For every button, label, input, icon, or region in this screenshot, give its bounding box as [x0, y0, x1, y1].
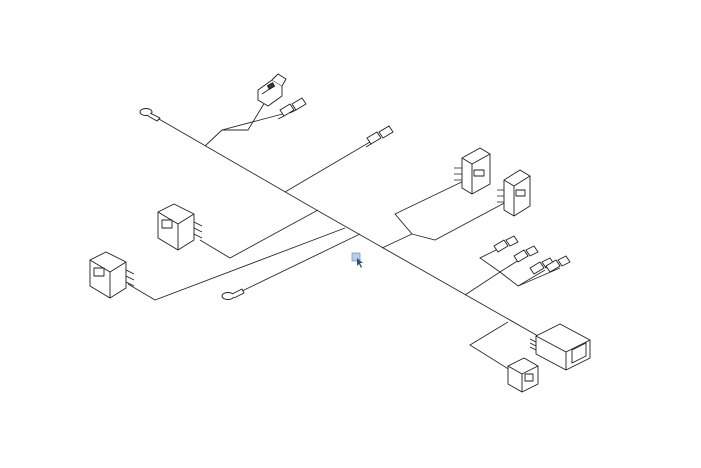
- housing-left-lower[interactable]: [89, 251, 135, 299]
- branch-left-housing-lower: [127, 227, 346, 301]
- branch-lower-ring: [239, 233, 361, 293]
- terminal-pair-top[interactable]: [277, 97, 307, 120]
- branch-bottom-connectors: [469, 321, 511, 371]
- terminal-pair-mid[interactable]: [365, 125, 394, 148]
- main-trunk-wire: [151, 114, 546, 341]
- branch-top-plug: [204, 101, 266, 147]
- branch-left-housing-upper: [199, 209, 319, 259]
- ring-terminal-top-left[interactable]: [139, 108, 161, 122]
- branch-upper-terminal: [284, 141, 371, 193]
- large-housing-bottom-right[interactable]: [529, 323, 591, 371]
- branch-top-terminals: [221, 111, 291, 131]
- plug-block-bottom[interactable]: [507, 357, 539, 393]
- branch-right-blocks: [381, 177, 471, 249]
- branch-terminal-group: [464, 247, 501, 296]
- selection-cursor-icon[interactable]: [351, 252, 363, 268]
- multi-pin-block-right-1[interactable]: [454, 147, 491, 195]
- plug-connector-top[interactable]: [257, 73, 287, 107]
- branch-terminal-group-4: [517, 267, 561, 287]
- harness-wires: [127, 101, 561, 371]
- multi-pin-block-right-2[interactable]: [497, 169, 531, 217]
- branch-right-block-2: [411, 199, 511, 241]
- terminal-group-right[interactable]: [493, 235, 571, 275]
- ring-terminal-lower[interactable]: [221, 288, 245, 300]
- housing-left-upper[interactable]: [157, 203, 203, 251]
